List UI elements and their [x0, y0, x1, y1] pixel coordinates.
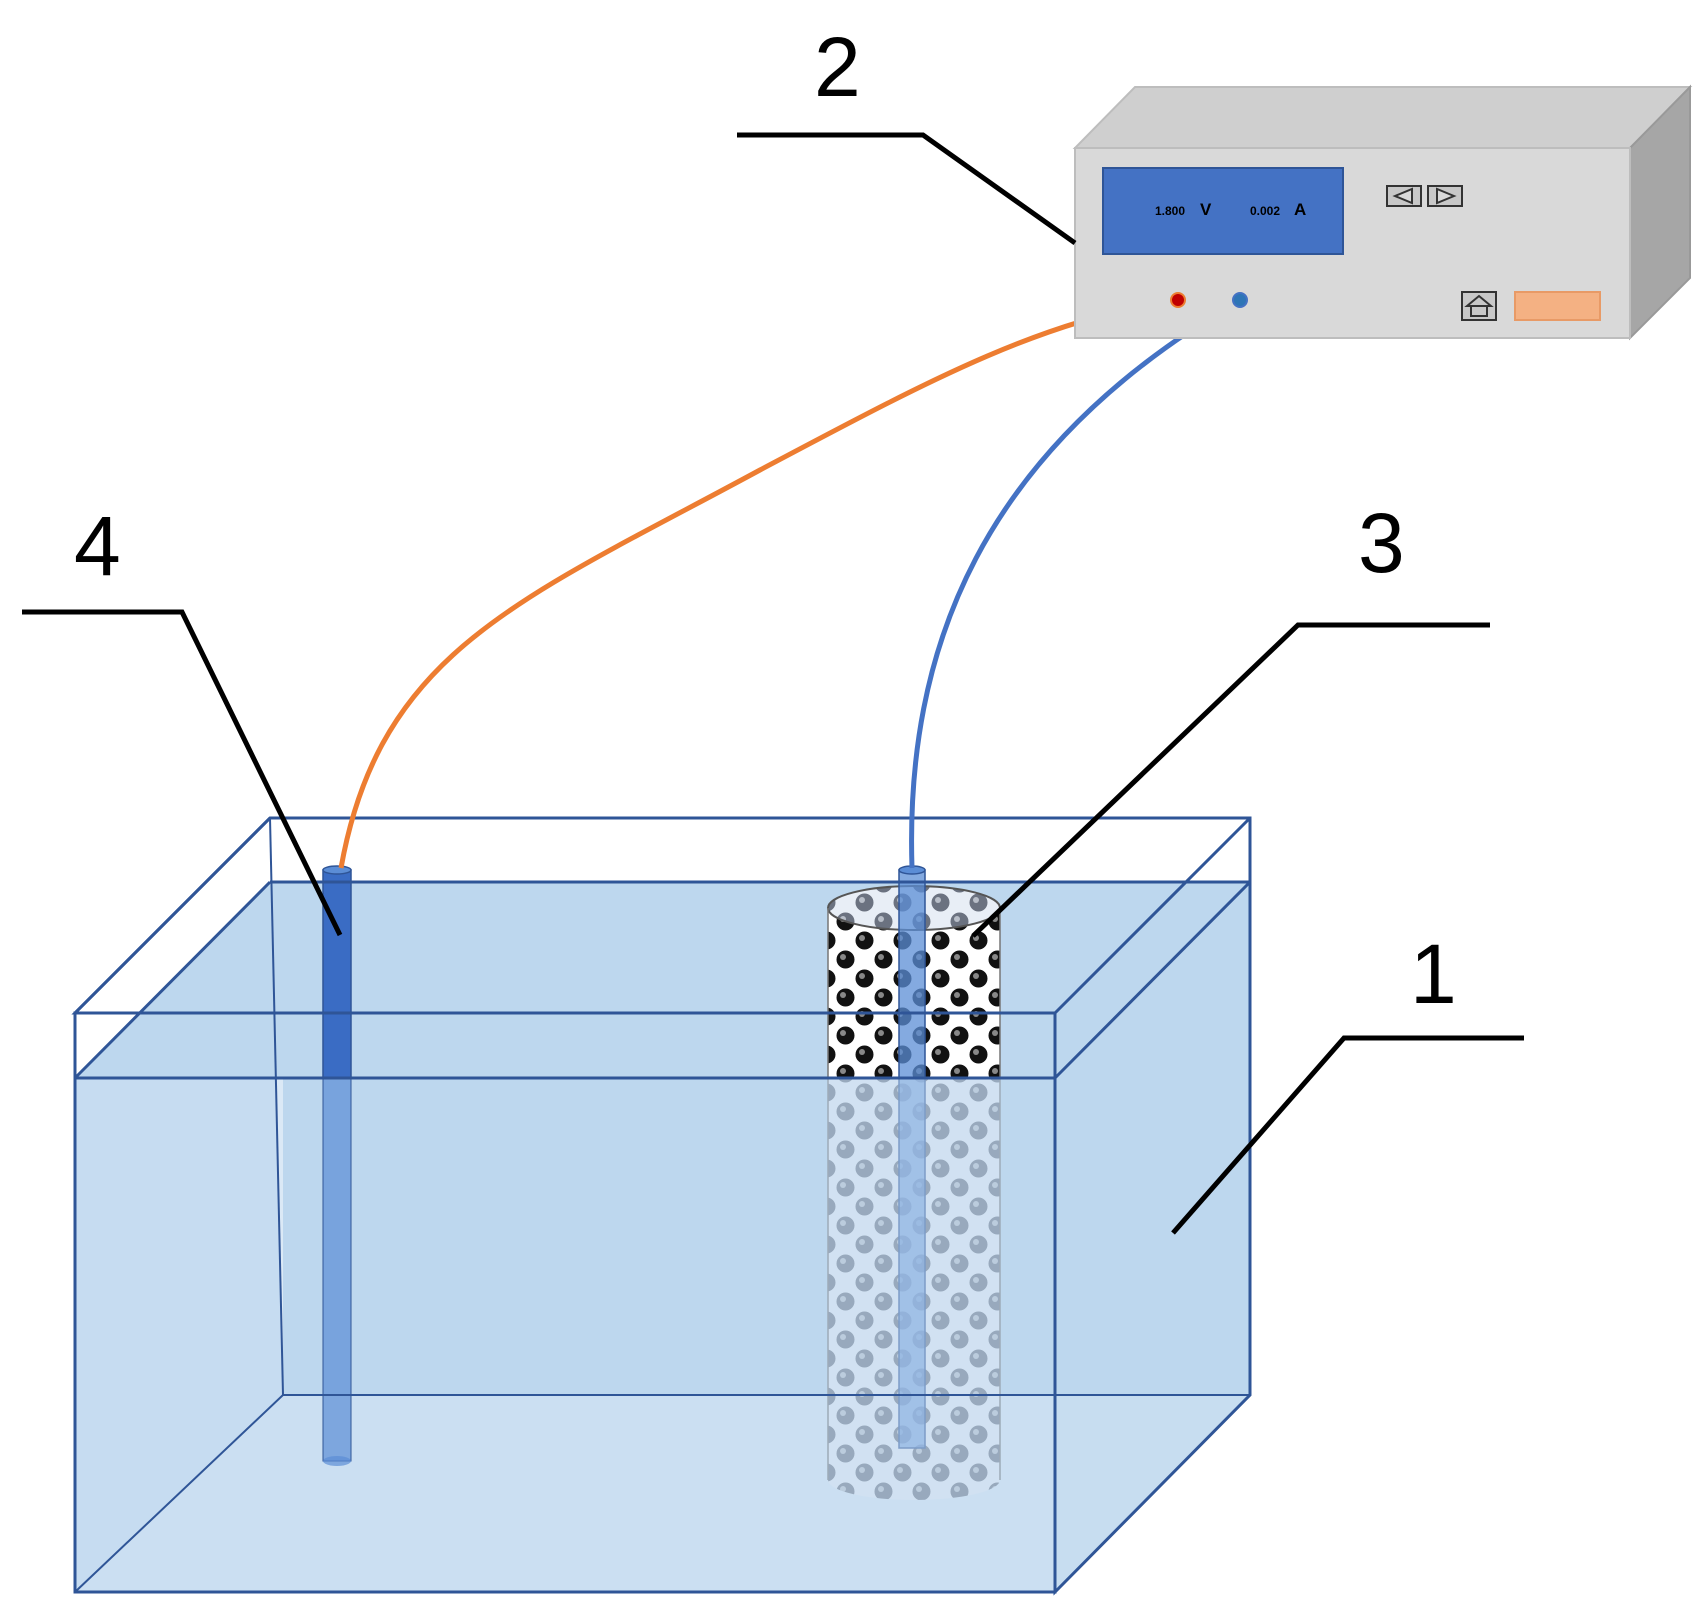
dc-power-supply: 1.800 V 0.002 A [1072, 84, 1693, 341]
rod-electrode-above-water [322, 869, 352, 1079]
power-button[interactable] [1514, 291, 1601, 321]
arrow-right-icon[interactable] [1427, 185, 1463, 207]
leader-4 [22, 609, 343, 937]
callout-number-3: 3 [1358, 496, 1405, 590]
arrow-left-icon[interactable] [1386, 185, 1422, 207]
voltage-unit: V [1200, 200, 1212, 219]
home-icon[interactable] [1461, 291, 1497, 321]
positive-terminal[interactable] [1170, 292, 1186, 308]
current-unit: A [1294, 200, 1306, 219]
voltage-readout: 1.800 [1155, 204, 1185, 218]
leader-3 [971, 622, 1490, 938]
leader-2 [737, 132, 1077, 246]
negative-wire [909, 297, 1242, 869]
water-right-face [1055, 882, 1250, 1592]
positive-wire [338, 297, 1179, 869]
callout-number-4: 4 [74, 499, 121, 593]
water-surface [75, 882, 1250, 1078]
callout-number-1: 1 [1410, 927, 1457, 1021]
water-front-face [75, 1078, 1055, 1592]
current-readout: 0.002 [1250, 204, 1280, 218]
rod-electrode-submerged [322, 1077, 352, 1462]
tank-outline [71, 816, 1252, 1596]
rod-electrode-top [322, 865, 352, 875]
callout-leaders [22, 132, 1524, 1235]
power-supply-display [1102, 167, 1344, 255]
negative-terminal[interactable] [1232, 292, 1248, 308]
callout-number-2: 2 [814, 20, 861, 114]
leader-1 [1171, 1035, 1524, 1235]
rod-electrode [322, 865, 352, 1079]
power-supply-top [1072, 86, 1693, 149]
